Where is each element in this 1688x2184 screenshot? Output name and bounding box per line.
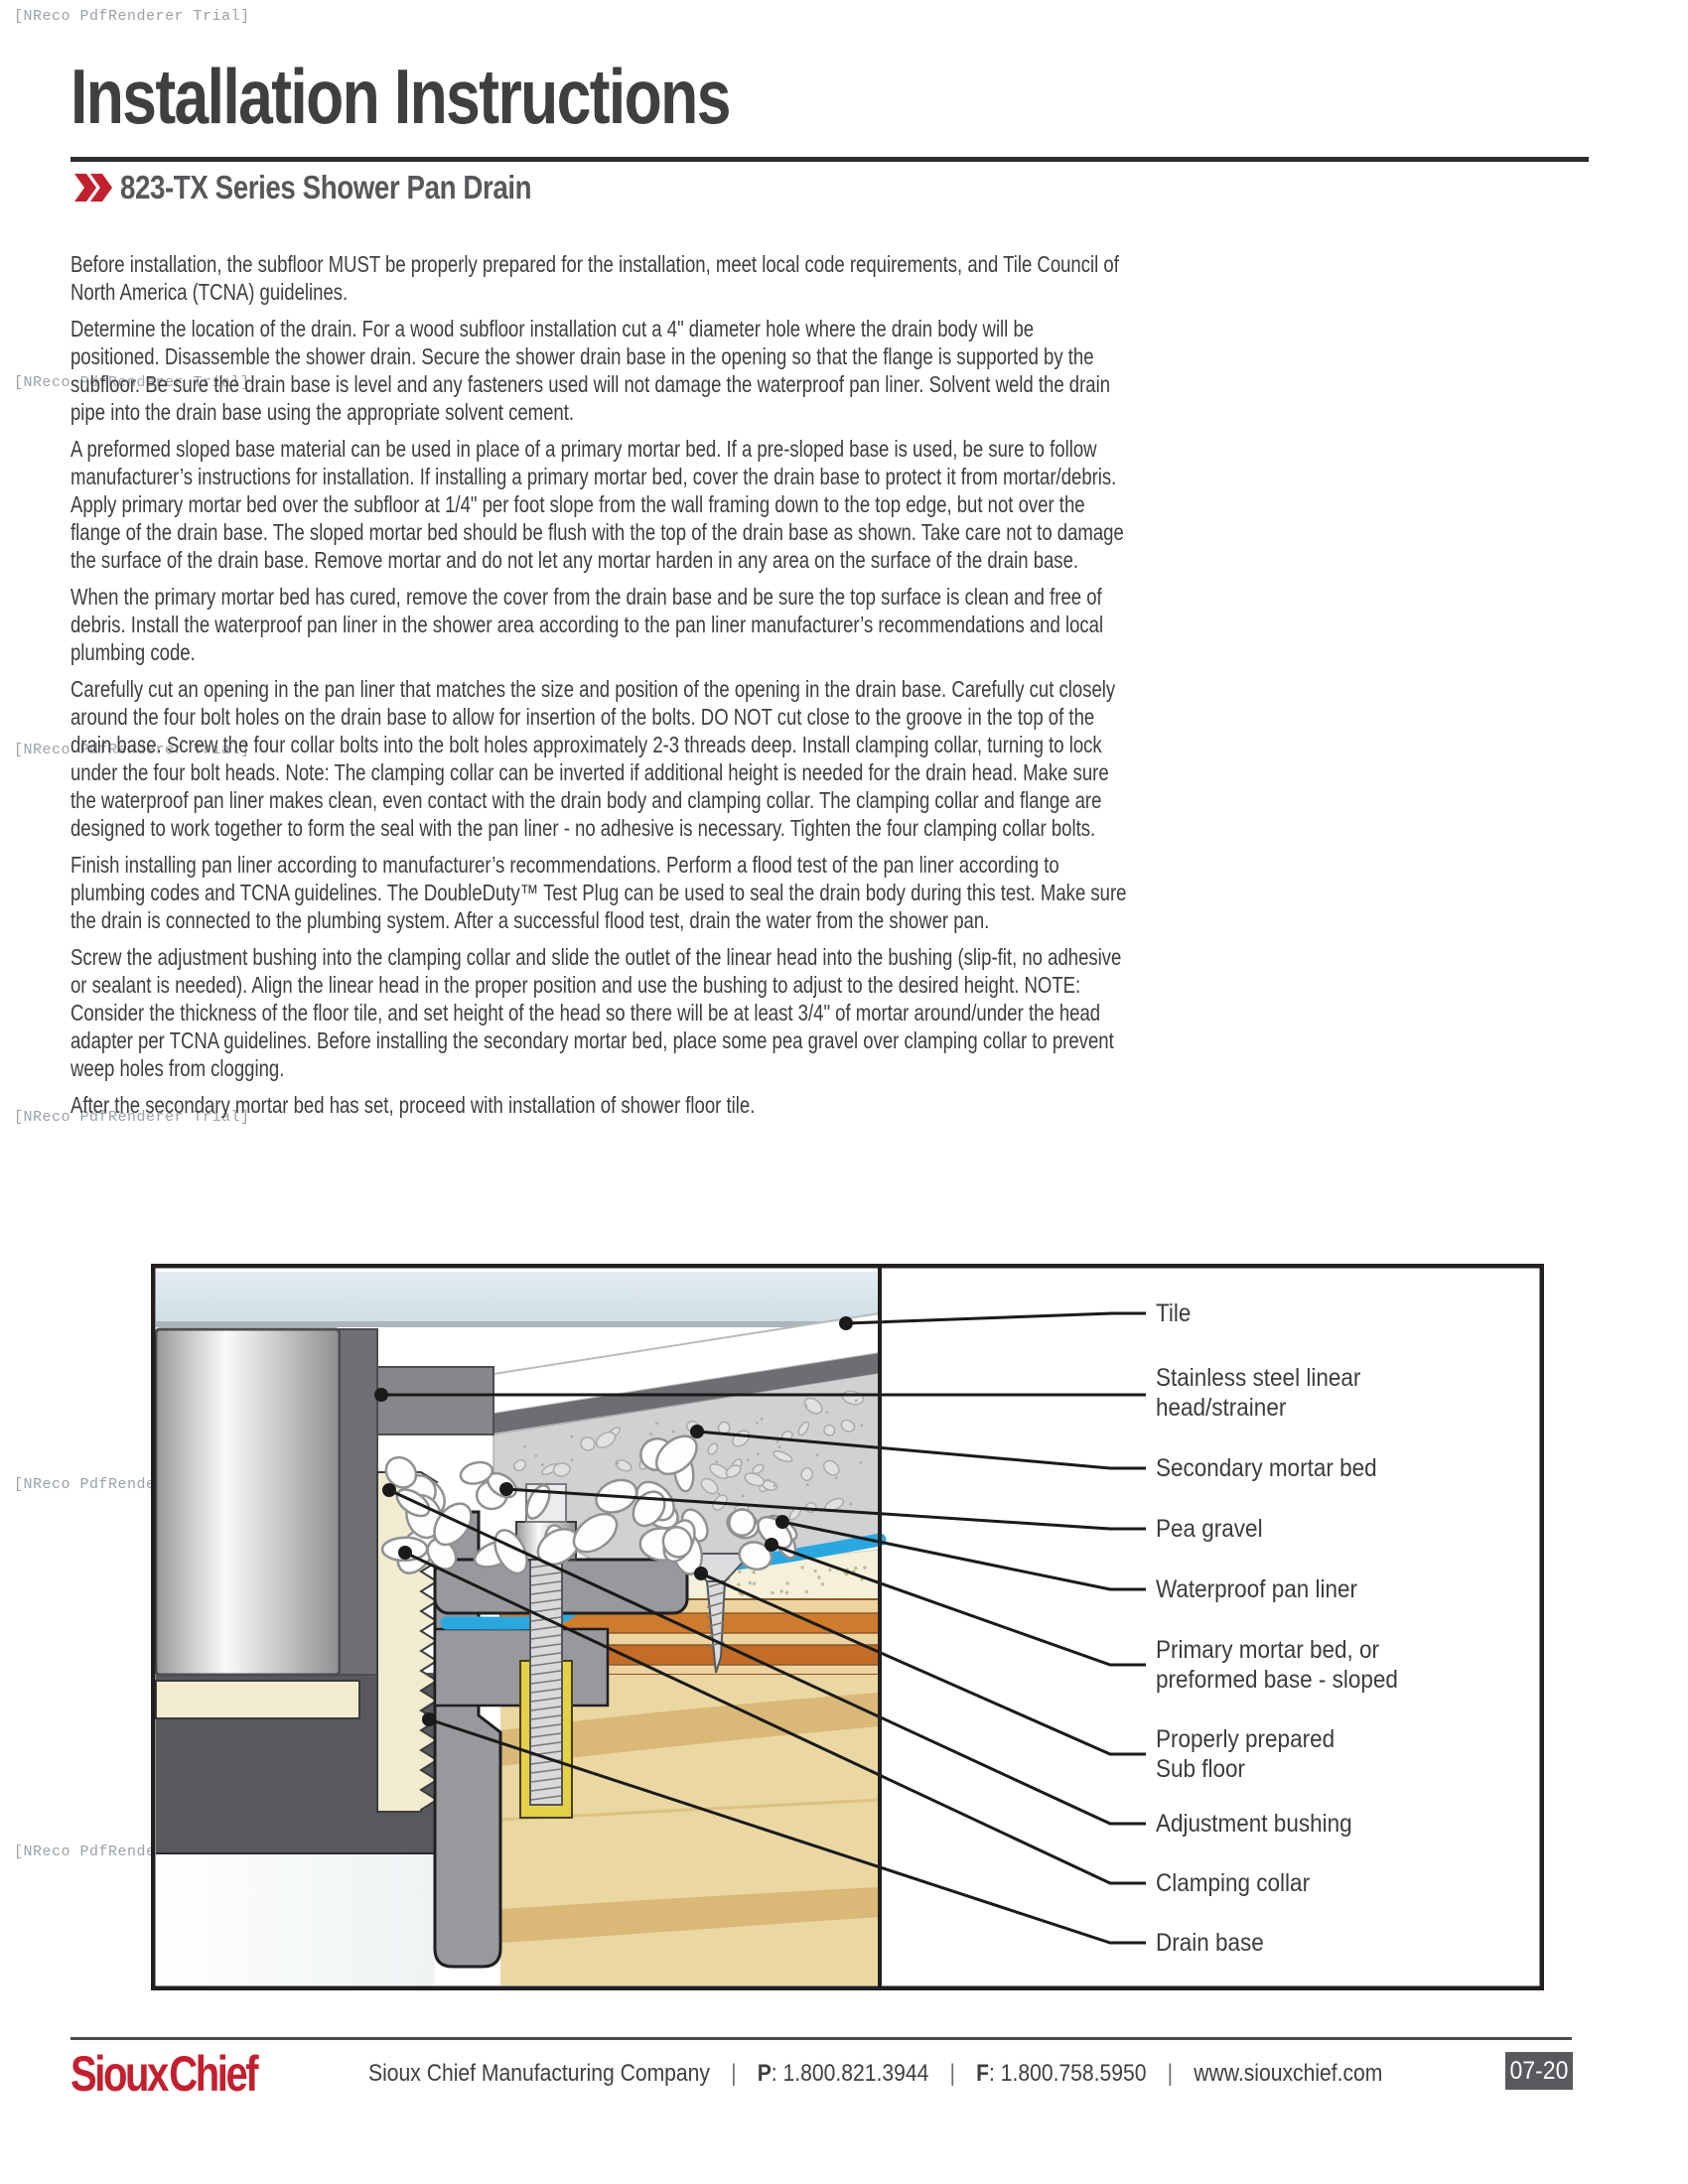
footer-rule <box>70 2037 1572 2040</box>
watermark-text: [NReco PdfRenderer Trial] <box>14 374 250 391</box>
page-title: Installation Instructions <box>70 53 731 140</box>
diagram-label-clamping-collar: Clamping collar <box>1156 1869 1311 1897</box>
paragraph: Screw the adjustment bushing into the cl… <box>70 944 1122 1081</box>
footer-company: Sioux Chief Manufacturing Company <box>368 2060 710 2087</box>
subtitle-row: 823-TX Series Shower Pan Drain <box>72 169 610 206</box>
paragraph: Finish installing pan liner according to… <box>70 852 1127 933</box>
footer-fax: F: 1.800.758.5950 <box>976 2060 1147 2087</box>
footer-phone: P: 1.800.821.3944 <box>757 2060 929 2087</box>
double-chevron-icon <box>74 174 112 202</box>
diagram-label-pan-liner: Waterproof pan liner <box>1156 1575 1358 1603</box>
channel-wall-shape <box>339 1328 378 1676</box>
footer-contact-info: Sioux Chief Manufacturing Company | P: 1… <box>368 2060 1383 2087</box>
watermark-text: [NReco PdfRenderer Trial] <box>14 742 250 758</box>
diagram-label-drain-base: Drain base <box>1156 1929 1264 1957</box>
watermark-text: [NReco PdfRenderer Trial] <box>14 1109 250 1126</box>
channel-body-shape <box>154 1327 342 1677</box>
sioux-chief-logo: Sioux Chief <box>70 2046 259 2102</box>
leader-lines <box>381 1311 1146 1945</box>
paragraph: When the primary mortar bed has cured, r… <box>70 584 1104 665</box>
title-rule <box>70 157 1589 162</box>
product-subtitle: 823-TX Series Shower Pan Drain <box>120 169 532 205</box>
paragraph: Determine the location of the drain. For… <box>70 316 1111 425</box>
watermark-text: [NReco PdfRenderer Trial] <box>14 8 250 25</box>
footer: Sioux Chief Sioux Chief Manufacturing Co… <box>70 2046 1572 2102</box>
diagram-label-pea-gravel: Pea gravel <box>1156 1515 1263 1543</box>
instructions-text: Before installation, the subfloor MUST b… <box>70 250 1127 1128</box>
page-code-badge: 07-20 <box>1505 2052 1573 2090</box>
leader-dots <box>374 1316 853 1726</box>
wall-band-shape <box>156 1272 880 1321</box>
diagram-label-tile: Tile <box>1156 1299 1192 1327</box>
paragraph: Before installation, the subfloor MUST b… <box>70 251 1119 305</box>
diagram-label-adjustment-bushing: Adjustment bushing <box>1156 1810 1352 1838</box>
strainer-edge-shape <box>376 1366 494 1435</box>
drain-cross-section-illustration <box>151 1264 1544 1990</box>
paragraph: A preformed sloped base material can be … <box>70 436 1124 573</box>
footer-website[interactable]: www.siouxchief.com <box>1194 2060 1383 2087</box>
diagram-frame <box>151 1264 1544 1990</box>
pea-gravel-shape <box>380 1434 798 1575</box>
paragraph: After the secondary mortar bed has set, … <box>70 1092 756 1118</box>
paragraph: Carefully cut an opening in the pan line… <box>70 676 1116 841</box>
diagram-label-secondary-mortar: Secondary mortar bed <box>1156 1454 1377 1482</box>
drain-void-shape <box>156 1853 435 1985</box>
